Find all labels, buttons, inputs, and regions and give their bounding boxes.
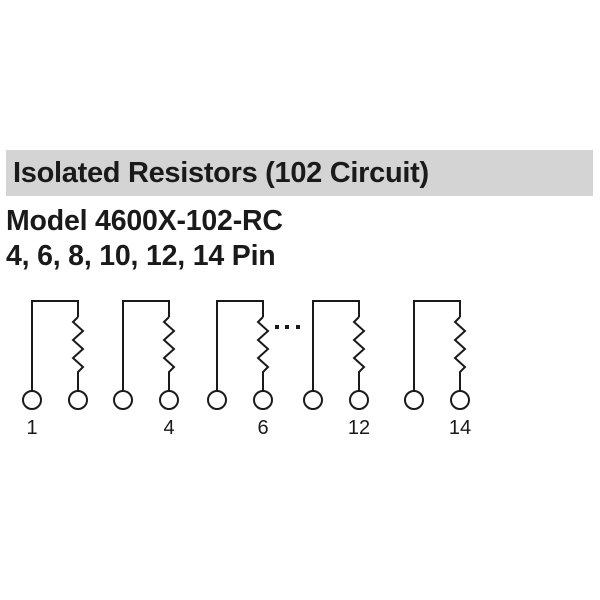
pin-terminal	[253, 390, 273, 410]
resistor-group: 12	[303, 300, 370, 439]
pin-terminal	[349, 390, 369, 410]
ellipsis-dot	[296, 325, 300, 329]
continuation-dots	[275, 325, 300, 329]
pin-terminal	[207, 390, 227, 410]
resistor-symbol	[453, 316, 467, 391]
resistor-symbol	[162, 316, 176, 391]
wire	[216, 300, 264, 391]
resistor-symbol	[256, 316, 270, 391]
wire	[31, 300, 79, 391]
pin-label: 12	[348, 417, 370, 439]
wire	[413, 300, 461, 391]
pin-terminal	[159, 390, 179, 410]
resistor-group: 4	[113, 300, 179, 439]
resistor-group: 1	[22, 300, 88, 439]
pin-label: 14	[449, 417, 471, 439]
pin-label: 4	[163, 417, 174, 439]
pin-label: 1	[26, 417, 37, 439]
wire	[312, 300, 360, 391]
resistor-symbol	[352, 316, 366, 391]
ellipsis-dot	[275, 325, 279, 329]
pin-terminal	[22, 390, 42, 410]
resistor-group: 14	[404, 300, 471, 439]
pin-terminal	[303, 390, 323, 410]
section-title: Isolated Resistors (102 Circuit)	[13, 157, 429, 189]
pin-terminal	[404, 390, 424, 410]
pin-counts: 4, 6, 8, 10, 12, 14 Pin	[6, 240, 276, 272]
pin-label: 6	[257, 417, 268, 439]
pin-terminal	[113, 390, 133, 410]
title-band	[6, 150, 593, 196]
resistor-symbol	[71, 316, 85, 391]
wire	[122, 300, 170, 391]
pin-terminal	[450, 390, 470, 410]
model-number: Model 4600X-102-RC	[6, 205, 283, 237]
resistor-group: 6	[207, 300, 273, 439]
ellipsis-dot	[285, 325, 289, 329]
pin-terminal	[68, 390, 88, 410]
